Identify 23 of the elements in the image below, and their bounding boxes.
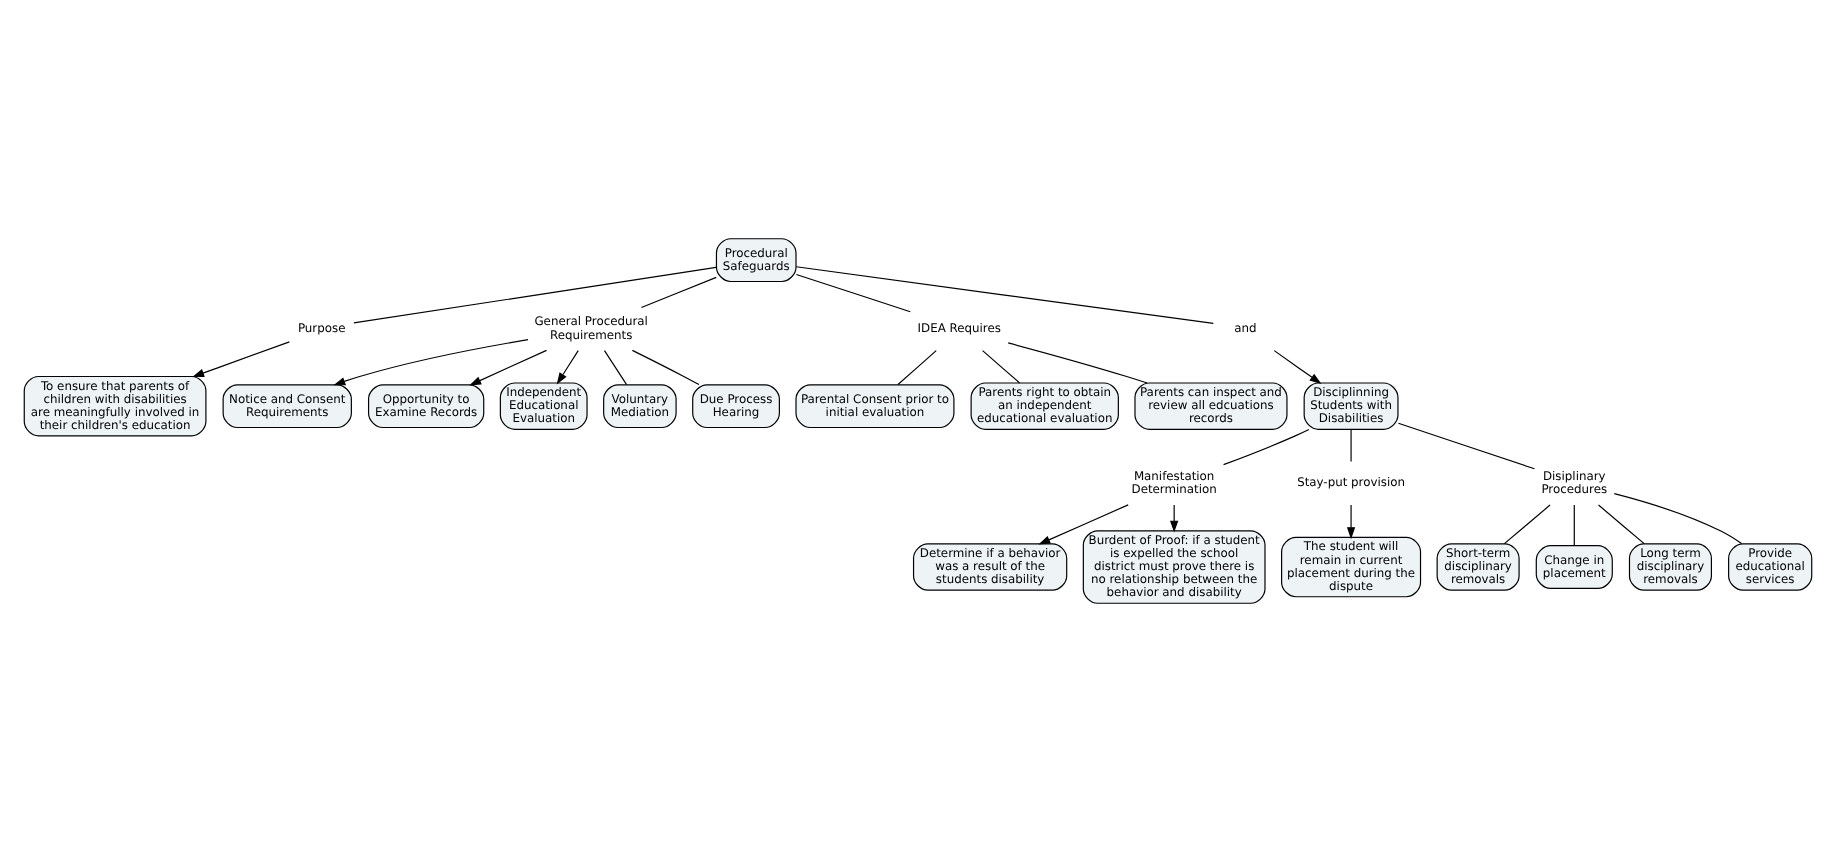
connector — [795, 273, 911, 313]
arrow — [192, 341, 290, 378]
connector — [1222, 428, 1310, 466]
connector — [353, 266, 717, 324]
arrow — [333, 339, 529, 386]
arrow — [556, 350, 579, 385]
connector — [1613, 493, 1743, 545]
connector — [1397, 422, 1536, 470]
arrow — [469, 349, 548, 386]
connector — [795, 266, 1214, 325]
arrow — [1038, 504, 1129, 545]
connector — [1597, 504, 1645, 545]
connector — [1573, 504, 1575, 547]
connector — [982, 350, 1021, 384]
connector — [631, 349, 700, 386]
arrow — [1346, 504, 1356, 540]
connector — [897, 350, 937, 386]
connector — [640, 276, 717, 309]
connector — [1350, 428, 1352, 463]
connector — [1007, 342, 1148, 384]
connector — [603, 350, 628, 386]
connector — [1503, 504, 1551, 545]
arrow — [1273, 350, 1322, 385]
